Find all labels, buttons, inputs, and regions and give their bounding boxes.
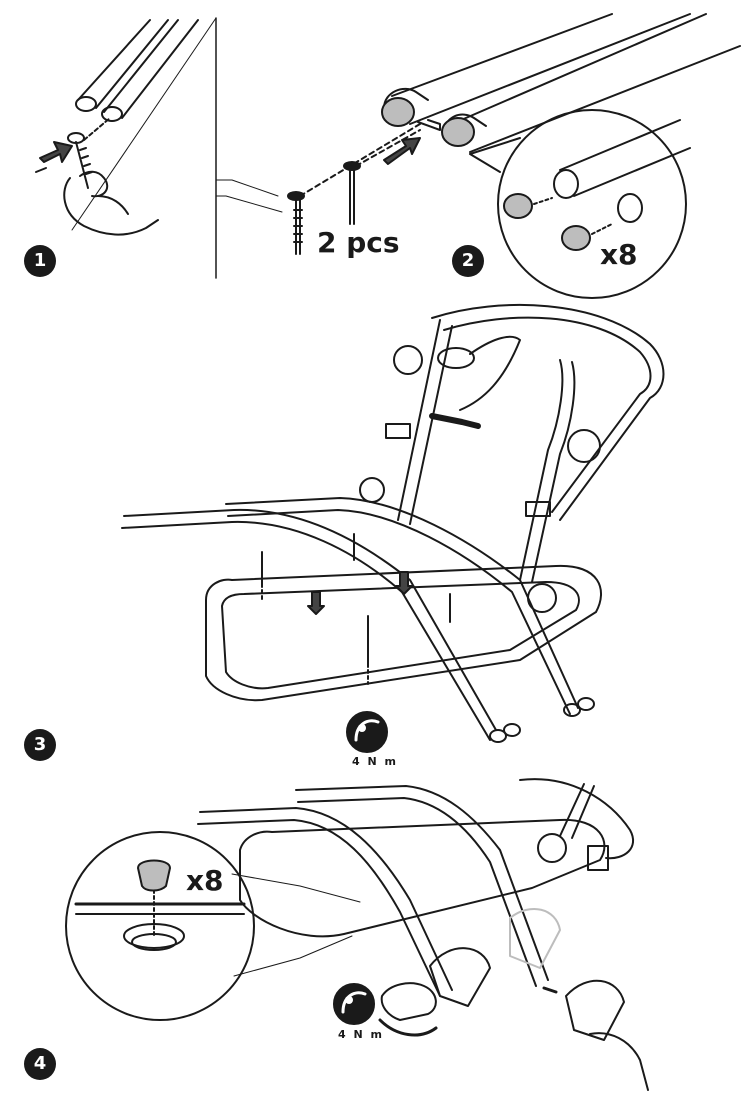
bolt-quantity-label: 2 pcs (317, 226, 400, 259)
torque-label: 4 N m (338, 1028, 384, 1041)
arrow-icon (383, 137, 421, 165)
step-2-badge: 2 (452, 245, 484, 277)
arrow-icon (35, 141, 73, 173)
step-4-badge: 4 (24, 1048, 56, 1080)
end-cap-quantity-label: x8 (186, 864, 224, 897)
step-3-badge: 3 (24, 729, 56, 761)
magnify-callout (65, 831, 361, 1021)
step-4-illustration (65, 778, 649, 1091)
rotate-arrow-icon (378, 1018, 438, 1037)
arrow-icon (307, 591, 325, 615)
step-1-illustration (35, 17, 217, 279)
step-2-illustration (215, 13, 741, 299)
torque-wrench-icon (333, 983, 375, 1025)
step-3-illustration (121, 303, 665, 753)
torque-wrench-icon (346, 711, 388, 753)
end-cap-quantity-label: x8 (600, 238, 638, 271)
arrow-icon (395, 571, 413, 595)
step-1-badge: 1 (24, 245, 56, 277)
torque-label: 4 N m (352, 755, 398, 768)
magnify-callout (469, 109, 691, 299)
